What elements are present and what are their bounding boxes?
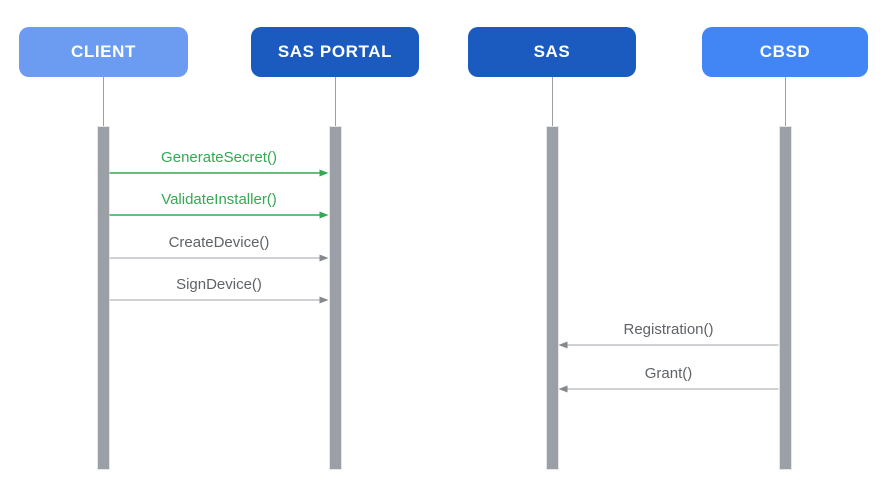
actor-label-sas: SAS bbox=[533, 42, 571, 61]
message-label-1: ValidateInstaller() bbox=[161, 191, 277, 208]
activation-bar-client bbox=[96, 126, 110, 470]
message-arrowhead-4 bbox=[558, 341, 568, 349]
message-arrowhead-2 bbox=[319, 254, 329, 262]
lifeline-client bbox=[103, 77, 104, 126]
actor-label-cbsd: CBSD bbox=[759, 42, 811, 61]
message-label-0: GenerateSecret() bbox=[161, 149, 277, 166]
message-label-4: Registration() bbox=[623, 321, 714, 338]
actor-box-sas-portal: SAS PORTAL bbox=[251, 27, 419, 77]
actor-label-client: CLIENT bbox=[71, 42, 136, 61]
actor-label-sas-portal: SAS PORTAL bbox=[277, 42, 393, 61]
message-arrowhead-5 bbox=[558, 385, 568, 393]
activation-bar-sas bbox=[545, 126, 559, 470]
actor-box-client: CLIENT bbox=[19, 27, 188, 77]
activation-bar-cbsd bbox=[778, 126, 792, 470]
message-label-2: CreateDevice() bbox=[168, 234, 270, 251]
activation-bar-sas-portal bbox=[328, 126, 342, 470]
lifeline-sas bbox=[552, 77, 553, 126]
actor-box-sas: SAS bbox=[468, 27, 636, 77]
message-arrowhead-1 bbox=[319, 211, 329, 219]
lifeline-cbsd bbox=[785, 77, 786, 126]
message-arrowhead-3 bbox=[319, 296, 329, 304]
message-label-3: SignDevice() bbox=[176, 276, 262, 293]
lifeline-sas-portal bbox=[335, 77, 336, 126]
message-label-5: Grant() bbox=[644, 365, 693, 382]
actor-box-cbsd: CBSD bbox=[702, 27, 868, 77]
message-arrowhead-0 bbox=[319, 169, 329, 177]
